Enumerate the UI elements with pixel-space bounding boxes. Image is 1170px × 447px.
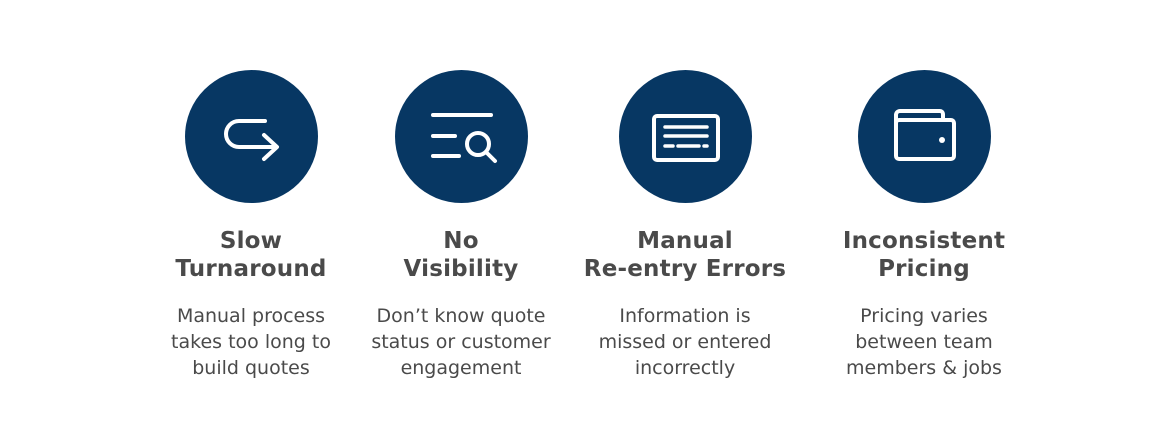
icon-circle [618,70,752,203]
feature-description-line: Pricing varies [860,305,988,327]
feature-description: Don’t know quote status or customer enga… [371,303,550,381]
feature-title-line: No [443,228,479,254]
feature-description: Pricing varies between team members & jo… [846,303,1002,381]
feature-description: Information is missed or entered incorre… [599,303,772,381]
feature-title-line: Re-entry Errors [583,256,787,282]
form-document-icon [651,114,720,162]
feature-title: Slow Turnaround [175,227,326,283]
feature-slow-turnaround: Slow Turnaround Manual process takes too… [131,70,371,381]
icon-circle [857,70,991,203]
feature-title: Inconsistent Pricing [843,227,1005,283]
list-search-icon [430,113,497,163]
feature-description-line: incorrectly [634,357,736,379]
feature-title-line: Manual [637,228,733,254]
feature-description-line: members & jobs [846,357,1002,379]
feature-title-line: Pricing [878,256,970,282]
feature-description-line: between team [855,331,993,353]
feature-title-line: Slow [219,228,283,254]
redirect-arrow-icon [223,119,279,161]
feature-description-line: missed or entered [598,331,772,353]
wallet-icon [893,109,956,161]
feature-title: No Visibility [404,227,519,283]
feature-description-line: Information is [619,305,751,327]
feature-description: Manual process takes too long to build q… [171,303,331,381]
feature-inconsistent-pricing: Inconsistent Pricing Pricing varies betw… [804,70,1044,381]
feature-manual-reentry-errors: Manual Re-entry Errors Information is mi… [565,70,805,381]
icon-circle [394,70,528,203]
feature-description-line: Manual process [176,305,326,327]
feature-title-line: Inconsistent [842,228,1006,254]
feature-no-visibility: No Visibility Don’t know quote status or… [341,70,581,381]
feature-description-line: build quotes [192,357,310,379]
icon-circle [184,70,318,203]
feature-description-line: Don’t know quote [376,305,546,327]
feature-description-line: status or customer [371,331,551,353]
feature-description-line: engagement [400,357,522,379]
feature-description-line: takes too long to [171,331,331,353]
feature-title-line: Visibility [403,256,519,282]
feature-title: Manual Re-entry Errors [584,227,786,283]
feature-title-line: Turnaround [175,256,327,282]
